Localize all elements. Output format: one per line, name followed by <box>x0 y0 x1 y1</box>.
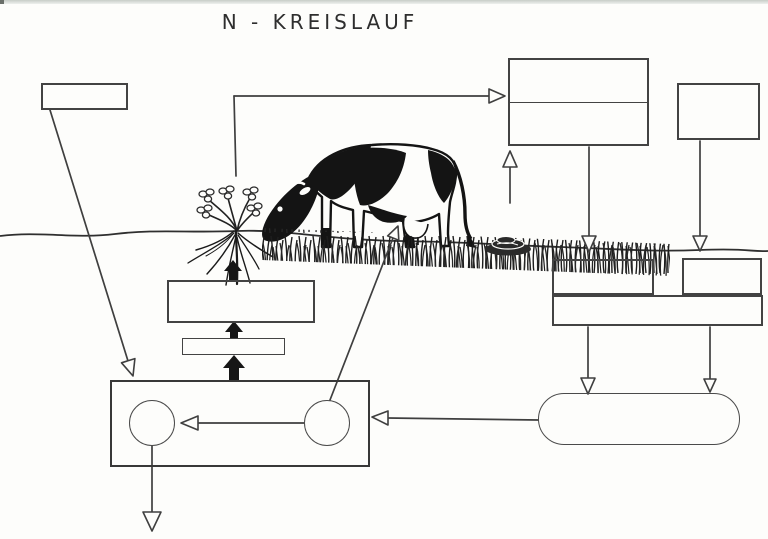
box-soil-right-lower <box>552 295 763 326</box>
pill-bottom-right <box>538 393 740 445</box>
circle-label <box>305 401 349 445</box>
box-label <box>43 85 126 108</box>
rect-bottom-left <box>110 380 370 467</box>
box-soil-right-upper-right <box>682 258 762 295</box>
box-label <box>554 261 652 293</box>
box-soil-right-upper-left <box>552 259 654 295</box>
circle-left <box>129 400 175 446</box>
scanner-corner-mark <box>0 0 4 4</box>
box-label <box>679 85 758 138</box>
open-arrowheads <box>120 88 717 532</box>
box-top-right-divided <box>508 58 649 146</box>
box-label <box>169 282 313 321</box>
grass-band-icon <box>262 228 670 276</box>
circle-label <box>130 401 174 445</box>
circle-right <box>304 400 350 446</box>
box-label <box>510 60 647 144</box>
cow-dung-icon <box>485 236 531 256</box>
box-label <box>183 339 284 354</box>
box-divider-line <box>509 102 648 103</box>
box-label <box>554 297 761 324</box>
scanner-edge-strip <box>0 0 768 4</box>
box-soil-mid <box>167 280 315 323</box>
box-soil-small <box>182 338 285 355</box>
grazing-cow-icon <box>262 143 476 249</box>
connector-lines <box>49 95 711 513</box>
pill-label <box>539 394 739 444</box>
page-title: N - KREISLAUF <box>221 10 419 34</box>
flowering-plant-icon <box>196 185 263 232</box>
box-far-right <box>677 83 760 140</box>
solid-up-arrows <box>223 260 245 380</box>
box-label <box>684 260 760 293</box>
box-top-left <box>41 83 128 110</box>
